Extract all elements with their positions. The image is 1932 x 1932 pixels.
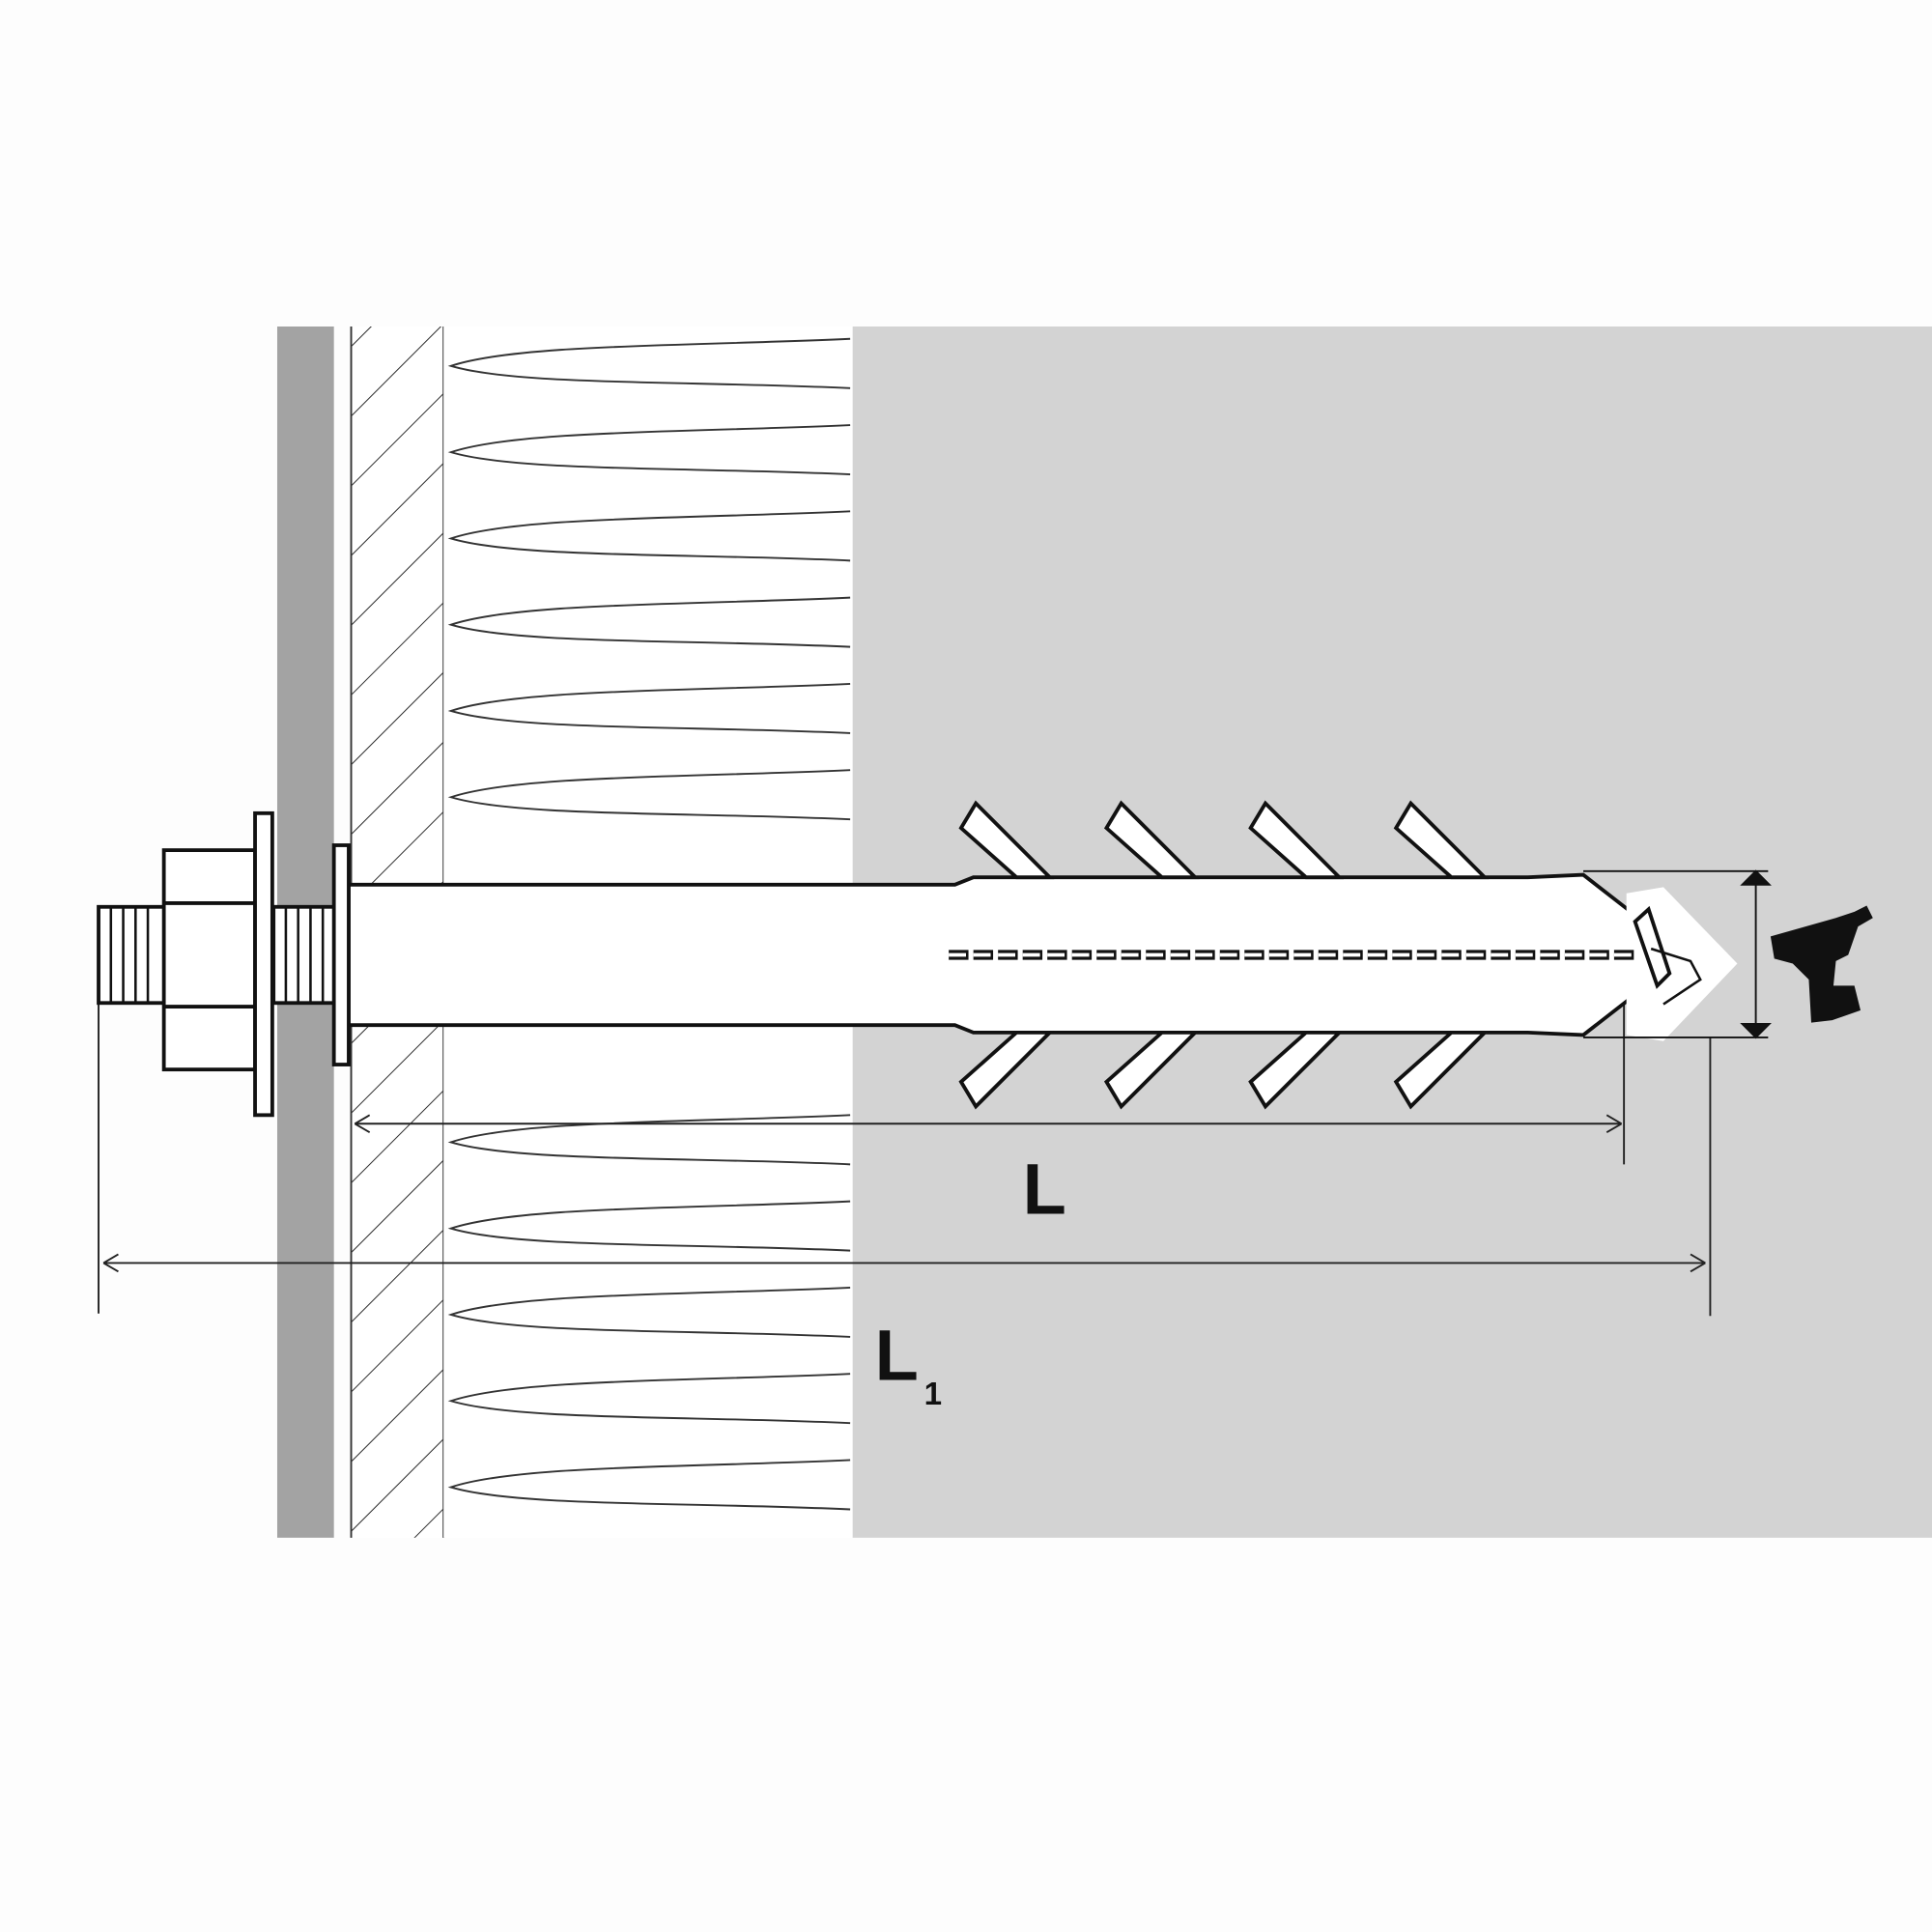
hex-nut (161, 848, 257, 1072)
insulation-fiber-line (447, 769, 851, 821)
insulation-fiber-line (447, 1459, 851, 1511)
insulation-fiber-line (447, 1200, 851, 1252)
anchor-fin (958, 800, 1055, 880)
insulation-fiber-line (447, 1114, 851, 1166)
anchor-fin (1393, 800, 1490, 880)
label-L1: L (875, 1316, 919, 1396)
washer-inner (331, 843, 351, 1066)
insulation-fiber-line (447, 1373, 851, 1425)
anchor-fin (1393, 1030, 1490, 1110)
dimension-diameter (1583, 869, 1772, 1039)
anchor-fin (1103, 800, 1200, 880)
label-L1-subscript: 1 (924, 1377, 942, 1412)
insulation-fiber-line (447, 682, 851, 734)
anchor-fin (958, 1030, 1055, 1110)
insulation-fiber-line (447, 510, 851, 562)
insulation-fiber-line (447, 424, 851, 476)
label-L: L (1023, 1149, 1066, 1229)
washer-outer (253, 810, 274, 1118)
anchor-fin (1248, 1030, 1345, 1110)
dimension-L1 (98, 1004, 1712, 1317)
insulation-fiber-line (447, 337, 851, 389)
anchor-fin (1103, 1030, 1200, 1110)
insulation-fiber-line (447, 596, 851, 648)
drill-icon (1770, 905, 1873, 1023)
insulation-fiber-line (447, 1286, 851, 1338)
anchor-sleeve (347, 800, 1738, 1110)
anchor-fin (1248, 800, 1345, 880)
